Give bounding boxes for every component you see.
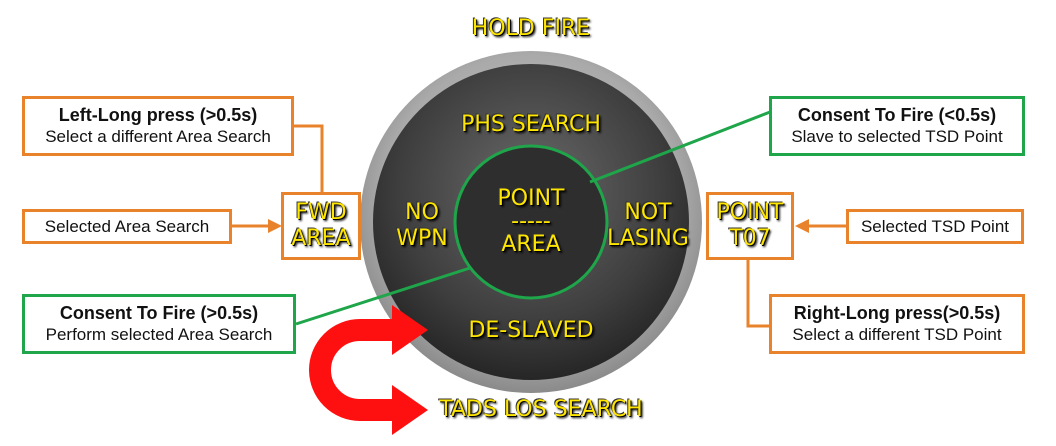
not-lasing-line2: LASING [607,226,689,251]
consent-short-callout: Consent To Fire (<0.5s) Slave to selecte… [769,96,1025,156]
right-long-callout: Right-Long press(>0.5s) Select a differe… [769,294,1025,354]
no-wpn-line1: NO [405,200,439,225]
red-uturn-arrow [309,319,405,421]
consent-short-text: Slave to selected TSD Point [791,127,1003,146]
fwd-area-mode-box: FWD AREA [281,192,361,260]
left-long-text: Select a different Area Search [45,127,271,146]
right-long-text: Select a different TSD Point [792,325,1002,344]
center-line2: ----- [511,209,551,234]
center-label: POINT ----- AREA [481,186,581,258]
red-arrowhead-bottom [392,385,428,435]
no-wpn-label: NO WPN [392,200,452,252]
selected-point-text: Selected TSD Point [860,216,1010,236]
hold-fire-label: HOLD FIRE [471,16,591,41]
left-long-callout: Left-Long press (>0.5s) Select a differe… [22,96,294,156]
selected-point-arrowhead [795,219,809,233]
phs-search-label: PHS SEARCH [461,112,601,137]
not-lasing-line1: NOT [624,200,672,225]
selected-point-callout: Selected TSD Point [846,209,1024,244]
center-line1: POINT [497,186,565,211]
point-t07-mode-box: POINT T07 [706,192,794,260]
fwd-area-line2: AREA [291,226,351,251]
point-t07-line1: POINT [716,200,784,225]
point-t07-line2: T07 [729,226,771,251]
selected-area-arrowhead [268,219,282,233]
red-arrowhead-top [392,305,428,355]
consent-long-connector [295,266,471,326]
fwd-area-line1: FWD [295,200,347,225]
center-line3: AREA [501,232,561,257]
selected-area-text: Selected Area Search [44,216,210,236]
consent-long-callout: Consent To Fire (>0.5s) Perform selected… [22,294,296,354]
not-lasing-label: NOT LASING [598,200,698,252]
left-long-title: Left-Long press (>0.5s) [58,105,258,125]
center-circle [453,144,609,300]
tads-los-search-label: TADS LOS SEARCH [439,397,643,422]
consent-long-title: Consent To Fire (>0.5s) [59,303,259,323]
de-slaved-label: DE-SLAVED [468,318,594,343]
left-long-connector [293,124,324,192]
consent-long-text: Perform selected Area Search [45,325,273,344]
right-long-connector [746,260,769,328]
consent-short-title: Consent To Fire (<0.5s) [797,105,997,125]
selected-area-callout: Selected Area Search [22,209,232,244]
no-wpn-line2: WPN [396,226,448,251]
right-long-title: Right-Long press(>0.5s) [793,303,1001,323]
consent-short-connector [589,110,771,184]
